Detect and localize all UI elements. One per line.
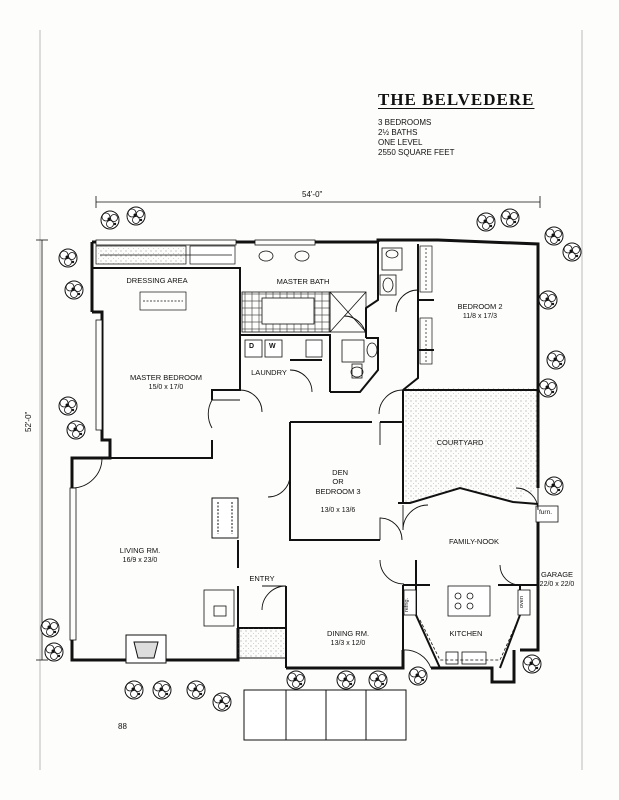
room-laundry: LAUNDRY <box>251 368 287 378</box>
interior-fireplace <box>211 497 239 539</box>
room-kitchen: KITCHEN <box>450 629 483 639</box>
room-garage-dims: 22/0 x 22/0 <box>539 580 575 588</box>
laundry-appliances <box>244 339 323 358</box>
dryer-label: D <box>249 343 255 350</box>
room-bedroom-2-dims: 11/8 x 17/3 <box>462 312 498 320</box>
width-dimension-line <box>95 196 541 208</box>
washer-label: W <box>269 343 276 350</box>
plan-title: THE BELVEDERE <box>378 90 535 109</box>
room-den-dims: 13/0 x 13/6 <box>320 506 356 514</box>
spec-baths: 2½ BATHS <box>378 128 418 137</box>
room-laundry-name: LAUNDRY <box>251 368 287 377</box>
room-entry-name: ENTRY <box>249 574 275 583</box>
interior-walls <box>92 242 539 669</box>
room-courtyard-name: COURTYARD <box>436 438 484 447</box>
room-bedroom-2: BEDROOM 2 11/8 x 17/3 <box>457 302 502 321</box>
courtyard-paving <box>405 388 538 503</box>
room-living-dims: 16/9 x 23/0 <box>122 556 158 564</box>
room-den: DEN OR BEDROOM 3 13/0 x 13/6 <box>315 458 360 525</box>
spec-area: 2550 SQUARE FEET <box>378 148 455 157</box>
room-dining-dims: 13/3 x 12/0 <box>330 639 366 647</box>
room-bedroom-2-name: BEDROOM 2 <box>457 302 503 311</box>
room-master-bedroom: MASTER BEDROOM 15/0 x 17/0 <box>130 373 202 392</box>
windows <box>69 239 316 641</box>
room-family-nook-name: FAMILY-NOOK <box>448 537 500 546</box>
room-garage-name: GARAGE <box>540 570 574 579</box>
room-garage: GARAGE 22/0 x 22/0 <box>540 570 575 589</box>
room-master-bedroom-dims: 15/0 x 17/0 <box>148 383 184 391</box>
oven-label: oven <box>519 596 525 608</box>
room-master-bath: MASTER BATH <box>277 277 330 287</box>
room-dining-name: DINING RM. <box>326 629 370 638</box>
furnace-label: furn. <box>539 509 553 516</box>
room-dressing-area-name: DRESSING AREA <box>126 276 188 285</box>
spec-bedrooms: 3 BEDROOMS <box>378 118 432 127</box>
doors <box>71 289 539 669</box>
page-number: 88 <box>118 722 127 731</box>
closet-shelves <box>95 245 433 365</box>
room-dressing-area: DRESSING AREA <box>126 276 187 286</box>
room-master-bedroom-name: MASTER BEDROOM <box>129 373 203 382</box>
room-living-name: LIVING RM. <box>119 546 161 555</box>
room-family-nook: FAMILY-NOOK <box>449 537 499 547</box>
kitchen-fixtures <box>403 505 559 665</box>
master-bath-fixtures <box>241 247 403 379</box>
front-walkway <box>237 627 407 741</box>
width-dimension-label: 54'-0" <box>302 190 323 199</box>
refrigerator-label: refrig. <box>404 597 410 612</box>
room-courtyard: COURTYARD <box>437 438 484 448</box>
depth-dimension-label: 52'-0" <box>24 411 33 432</box>
room-living: LIVING RM. 16/9 x 23/0 <box>120 546 160 565</box>
entry-closet <box>203 589 235 627</box>
room-dining: DINING RM. 13/3 x 12/0 <box>327 629 369 648</box>
fireplace <box>125 634 167 664</box>
room-kitchen-name: KITCHEN <box>449 629 483 638</box>
spec-levels: ONE LEVEL <box>378 138 423 147</box>
room-master-bath-name: MASTER BATH <box>276 277 330 286</box>
depth-dimension-line <box>36 239 48 661</box>
room-den-name: DEN OR BEDROOM 3 <box>315 467 361 496</box>
room-entry: ENTRY <box>249 574 274 584</box>
